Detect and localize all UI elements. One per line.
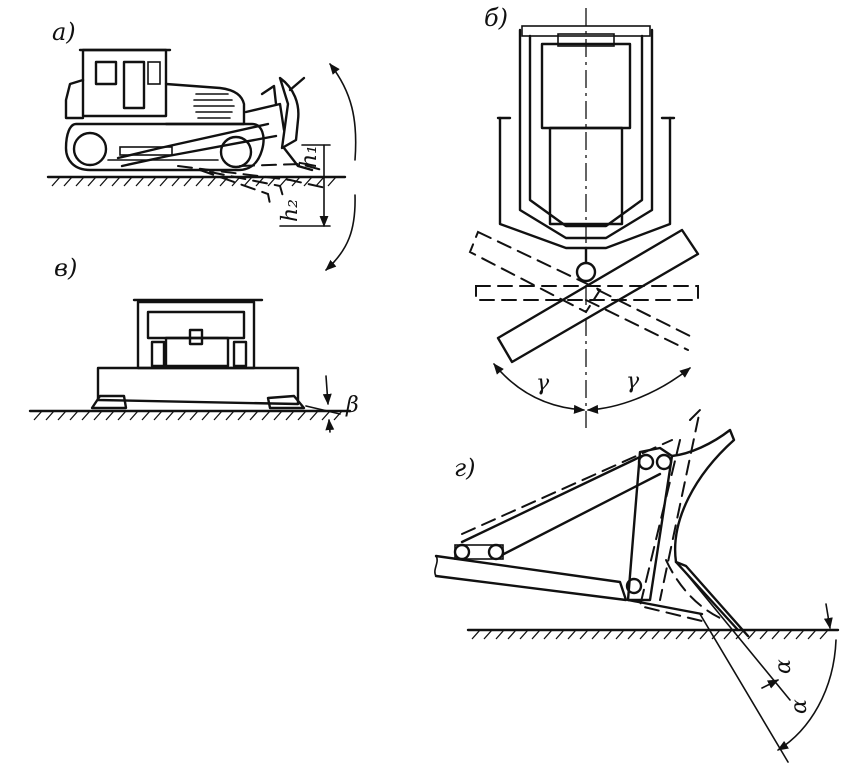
panel-v-front-view: в) β: [28, 254, 359, 433]
panel-b-label: б): [484, 4, 508, 32]
panel-g-cutting-angle-view: г): [434, 406, 840, 763]
symbol-gamma-right: γ: [626, 369, 640, 394]
panel-g-upper-link: [453, 439, 673, 561]
panel-g-push-beam: [434, 554, 643, 602]
panel-g-blade: [626, 406, 750, 638]
panel-b-top-view: б) γ γ: [468, 4, 700, 428]
panel-a-hood: [164, 82, 246, 126]
panel-v-ground: [28, 409, 352, 421]
panel-b-machine-body: [496, 25, 676, 283]
panel-a-ground: [46, 175, 347, 187]
panel-a-track: [64, 122, 265, 172]
panel-a-blade-assembly: [116, 76, 327, 205]
panel-a-label: а): [52, 18, 76, 46]
panel-v-cab: [132, 298, 264, 370]
panel-a-swing-arcs: [325, 63, 357, 271]
panel-b-angle-arc: γ γ: [493, 363, 691, 414]
symbol-alpha-lower: α: [787, 699, 812, 714]
panel-v-blade: [90, 366, 306, 410]
panel-v-tilt-angle: β: [305, 375, 359, 433]
panel-b-blade-angled: [496, 228, 700, 364]
panel-g-angle-rays: α α: [679, 565, 837, 763]
panel-a-dimensions: h₁ h₂: [278, 144, 331, 228]
symbol-alpha-upper: α: [771, 659, 796, 674]
panel-g-ground: [466, 628, 840, 640]
symbol-beta: β: [345, 393, 359, 418]
symbol-h1: h₁: [297, 145, 322, 168]
panel-b-blade-alternate-positions: [468, 230, 699, 351]
panel-a-cab: [64, 48, 172, 120]
symbol-h2: h₂: [278, 199, 303, 222]
panel-v-label: в): [54, 254, 77, 282]
panel-g-label: г): [454, 454, 476, 482]
symbol-gamma-left: γ: [536, 371, 550, 396]
panel-a-side-view: а): [46, 18, 357, 271]
